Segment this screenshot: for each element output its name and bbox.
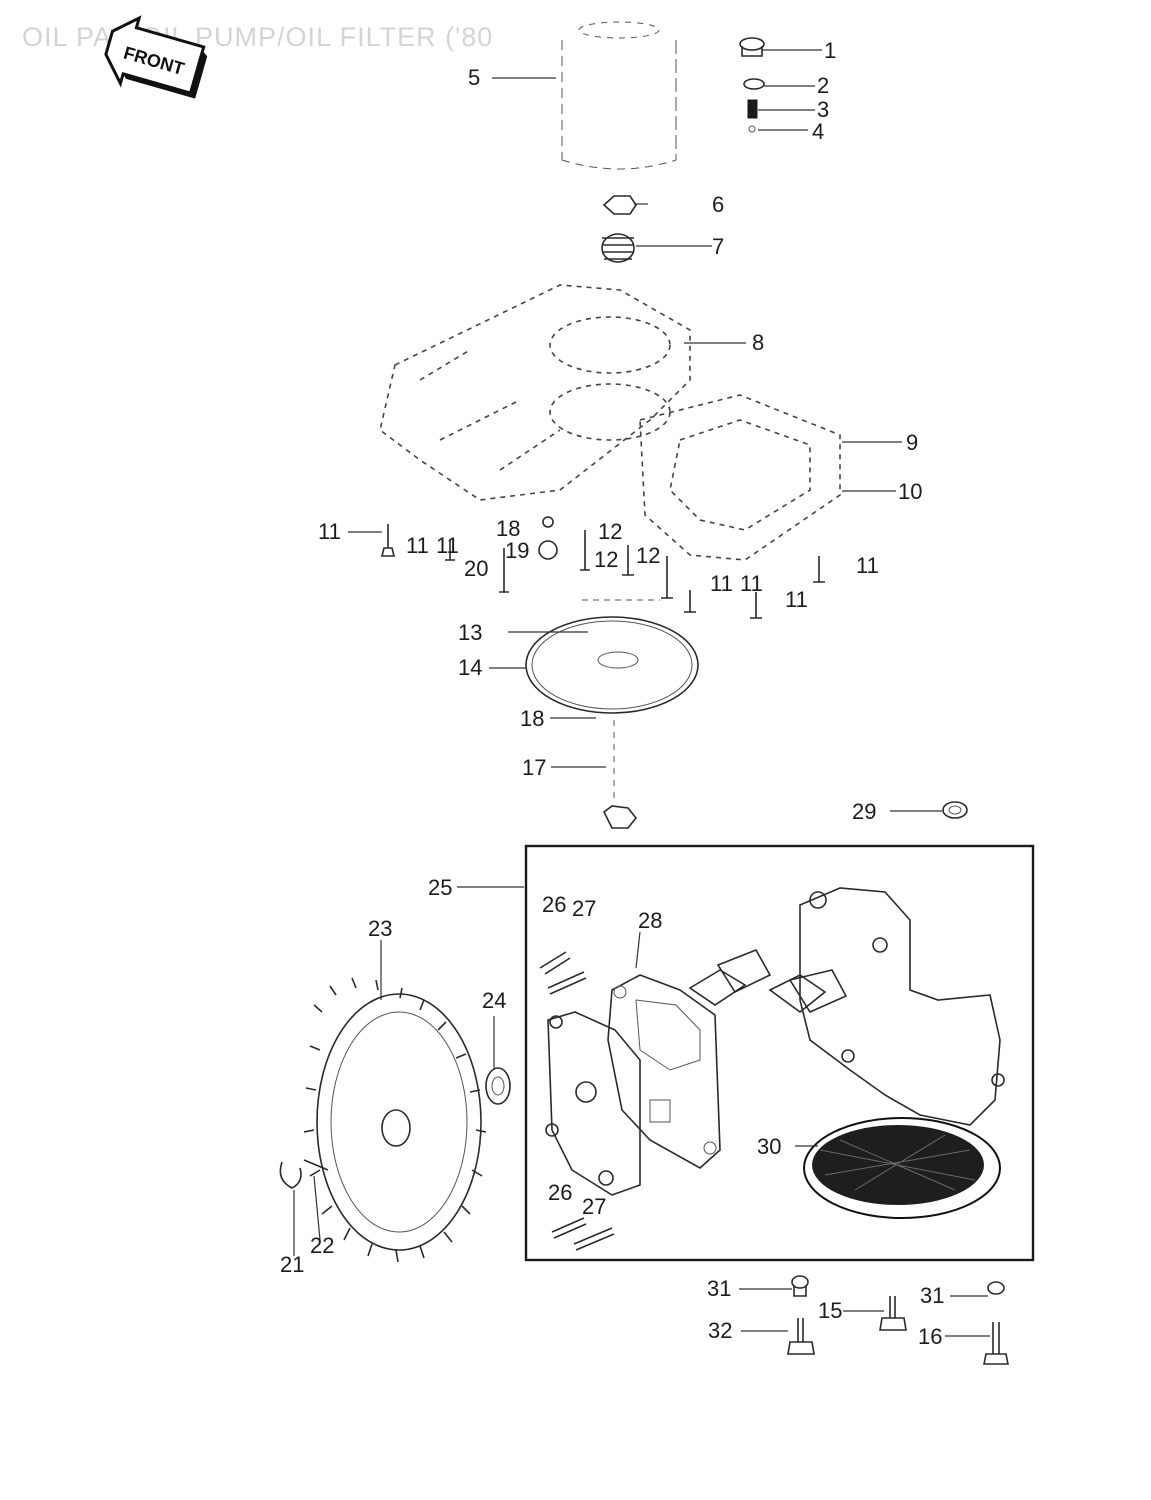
hex-nut <box>942 801 968 819</box>
callout-11f: 11 <box>436 533 459 558</box>
pump-rotors <box>688 948 848 1014</box>
callout-27a: 27 <box>572 896 596 921</box>
gear-spacer <box>485 1067 511 1105</box>
drive-gear <box>303 977 487 1263</box>
callout-3: 3 <box>817 97 829 122</box>
callout-18a: 18 <box>496 516 520 541</box>
callout-31a: 31 <box>707 1276 731 1301</box>
relief-valve <box>602 195 637 215</box>
oil-pan-gasket <box>639 394 841 561</box>
circlip-and-pin <box>279 1159 329 1189</box>
lower-bolts <box>787 1275 1009 1365</box>
callout-7: 7 <box>712 234 724 259</box>
callout-14: 14 <box>458 655 482 680</box>
callout-23: 23 <box>368 916 392 941</box>
callout-19: 19 <box>505 538 529 563</box>
leader-lines <box>293 49 990 1337</box>
strainer-gasket <box>525 599 699 714</box>
callout-9: 9 <box>906 430 918 455</box>
oil-pump-assembly-frame <box>524 844 1035 1262</box>
callout-26b: 26 <box>548 1180 572 1205</box>
oil-strainer-screen <box>803 1117 1001 1219</box>
oil-filter-cartridge <box>561 21 677 170</box>
callout-26a: 26 <box>542 892 566 917</box>
callout-17: 17 <box>522 755 546 780</box>
relief-spring <box>601 233 635 263</box>
callout-6: 6 <box>712 192 724 217</box>
callout-11e: 11 <box>856 553 879 578</box>
callout-15: 15 <box>818 1298 842 1323</box>
callout-1: 1 <box>824 38 836 63</box>
callout-25: 25 <box>428 875 452 900</box>
pump-screws <box>539 951 615 1251</box>
oil-pipe <box>602 720 638 829</box>
pump-gasket <box>607 974 721 1169</box>
callout-21: 21 <box>280 1252 304 1277</box>
diagram-title: OIL PAN/OIL PUMP/OIL FILTER ('80 <box>22 22 494 52</box>
callout-31b: 31 <box>920 1283 944 1308</box>
callout-12c: 12 <box>636 543 660 568</box>
callout-4: 4 <box>812 119 824 144</box>
callout-5: 5 <box>468 65 480 90</box>
callout-11d: 11 <box>785 587 808 612</box>
callout-8: 8 <box>752 330 764 355</box>
bypass-bolt-assembly <box>739 37 765 133</box>
callout-11b: 11 <box>406 533 429 558</box>
callout-18b: 18 <box>520 706 544 731</box>
oil-pan <box>379 284 691 501</box>
callout-labels: 1 2 3 4 5 6 7 8 9 10 11 11 11 11 11 11 1… <box>280 38 944 1349</box>
callout-22: 22 <box>310 1233 334 1258</box>
callout-28: 28 <box>638 908 662 933</box>
callout-12a: 12 <box>598 519 622 544</box>
callout-20: 20 <box>464 556 488 581</box>
callout-32: 32 <box>708 1318 732 1343</box>
callout-11g: 11 <box>740 571 763 596</box>
callout-13: 13 <box>458 620 482 645</box>
callout-10: 10 <box>898 479 922 504</box>
pan-bolts <box>380 516 825 619</box>
callout-16: 16 <box>918 1324 942 1349</box>
callout-11c: 11 <box>710 571 733 596</box>
callout-12b: 12 <box>594 547 618 572</box>
pump-cover <box>545 1011 641 1196</box>
callout-29: 29 <box>852 799 876 824</box>
callout-24: 24 <box>482 988 506 1013</box>
pump-body <box>799 887 1005 1126</box>
front-arrow-icon: FRONT <box>104 15 208 99</box>
callout-27b: 27 <box>582 1194 606 1219</box>
callout-30: 30 <box>757 1134 781 1159</box>
callout-2: 2 <box>817 73 829 98</box>
callout-11a: 11 <box>318 519 341 544</box>
